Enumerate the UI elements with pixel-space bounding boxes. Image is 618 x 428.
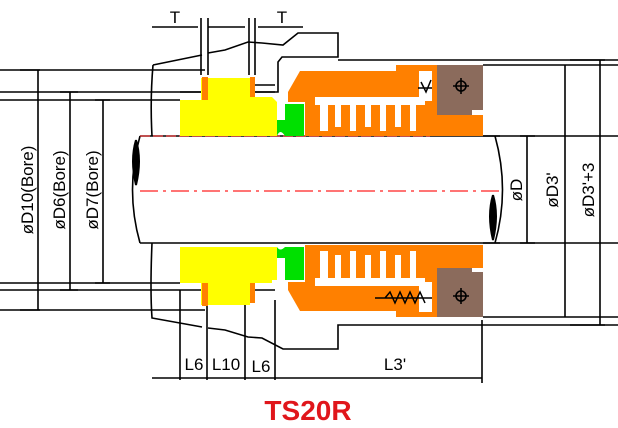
- seal-top: [180, 65, 483, 136]
- d6-label: øD6(Bore): [50, 150, 69, 229]
- l6-label: L6: [185, 355, 204, 374]
- d3p3-label: øD3'+3: [579, 163, 598, 218]
- pin: [250, 77, 255, 97]
- pin: [202, 77, 208, 100]
- set-screw-icon: [453, 288, 469, 304]
- bellows-gaps: [315, 71, 432, 131]
- d3p-label: øD3': [543, 172, 562, 207]
- set-screw-icon: [453, 78, 469, 94]
- drive-collar: [437, 268, 483, 317]
- l10-label: L10: [212, 355, 240, 374]
- d-label: øD: [507, 179, 526, 202]
- model-title: TS20R: [264, 395, 351, 426]
- o-ring: [277, 104, 304, 136]
- spring-icon: [375, 290, 432, 305]
- drive-collar: [437, 65, 483, 115]
- t-label: T: [277, 8, 287, 27]
- spring-icon: [418, 79, 432, 94]
- t-label: T: [170, 8, 180, 27]
- stationary-seat: [180, 247, 277, 305]
- housing-lines: [0, 18, 618, 383]
- o-ring: [277, 247, 304, 280]
- stationary-seat: [180, 78, 277, 136]
- d10-label: øD10(Bore): [18, 146, 37, 235]
- l6-label: L6: [252, 357, 271, 376]
- d7-label: øD7(Bore): [83, 150, 102, 229]
- seal-bottom: [180, 245, 483, 317]
- l3p-label: L3': [384, 355, 406, 374]
- shaft-break-marks: [132, 139, 497, 241]
